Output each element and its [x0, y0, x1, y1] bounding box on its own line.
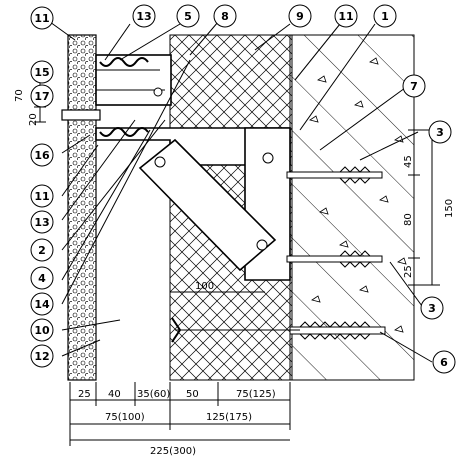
callout-13-top: 13 [132, 4, 156, 28]
callout-6: 6 [432, 350, 456, 374]
callout-11-top-right: 11 [334, 4, 358, 28]
expansion-anchors [171, 166, 386, 343]
svg-text:10: 10 [34, 324, 50, 337]
svg-text:1: 1 [381, 10, 389, 23]
svg-text:6: 6 [440, 356, 448, 369]
svg-text:2: 2 [38, 244, 46, 257]
svg-text:12: 12 [34, 350, 49, 363]
svg-text:11: 11 [34, 12, 49, 25]
svg-text:8: 8 [221, 10, 229, 23]
callout-9: 9 [288, 4, 312, 28]
main-bracket [95, 127, 291, 281]
callout-8: 8 [213, 4, 237, 28]
callout-3-top: 3 [428, 120, 452, 144]
svg-text:7: 7 [410, 80, 418, 93]
svg-text:5: 5 [184, 10, 192, 23]
callout-1: 1 [373, 4, 397, 28]
svg-text:13: 13 [136, 10, 151, 23]
dim-50: 50 [186, 389, 199, 400]
svg-text:11: 11 [338, 10, 353, 23]
svg-text:14: 14 [34, 298, 50, 311]
svg-text:17: 17 [34, 90, 49, 103]
callout-12: 12 [30, 344, 54, 368]
callout-16: 16 [30, 143, 54, 167]
svg-text:3: 3 [436, 126, 444, 139]
leader-lines [49, 21, 433, 363]
callout-10: 10 [30, 318, 54, 342]
dim-150: 150 [444, 199, 455, 218]
callout-11-top: 11 [30, 6, 54, 30]
dim-70: 70 [14, 89, 25, 102]
dim-80: 80 [403, 213, 414, 226]
callout-14: 14 [30, 292, 54, 316]
dim-45: 45 [403, 155, 414, 168]
callout-7: 7 [402, 74, 426, 98]
dim-20: 20 [28, 113, 39, 126]
callout-15: 15 [30, 60, 54, 84]
svg-text:9: 9 [296, 10, 304, 23]
dim-75-100: 75(100) [105, 412, 145, 423]
dim-40: 40 [108, 389, 121, 400]
dim-225-300: 225(300) [150, 446, 196, 457]
callout-2: 2 [30, 238, 54, 262]
callout-17: 17 [30, 84, 54, 108]
upper-bracket [95, 54, 172, 106]
callout-13-mid: 13 [30, 210, 54, 234]
callout-4: 4 [30, 266, 54, 290]
callout-3-bottom: 3 [420, 296, 444, 320]
concrete-wall [289, 34, 415, 381]
dim-125-175: 125(175) [206, 412, 252, 423]
svg-text:15: 15 [34, 66, 49, 79]
svg-text:3: 3 [428, 302, 436, 315]
dim-75-125: 75(125) [236, 389, 276, 400]
svg-text:11: 11 [34, 190, 49, 203]
callout-11-mid: 11 [30, 184, 54, 208]
svg-text:16: 16 [34, 149, 50, 162]
svg-text:4: 4 [38, 272, 46, 285]
callout-5: 5 [176, 4, 200, 28]
dim-25: 25 [78, 389, 91, 400]
dim-100: 100 [195, 281, 214, 292]
dim-25-vert: 25 [403, 265, 414, 278]
svg-text:13: 13 [34, 216, 49, 229]
stone-panel [61, 34, 101, 381]
dim-35-60: 35(60) [137, 389, 170, 400]
